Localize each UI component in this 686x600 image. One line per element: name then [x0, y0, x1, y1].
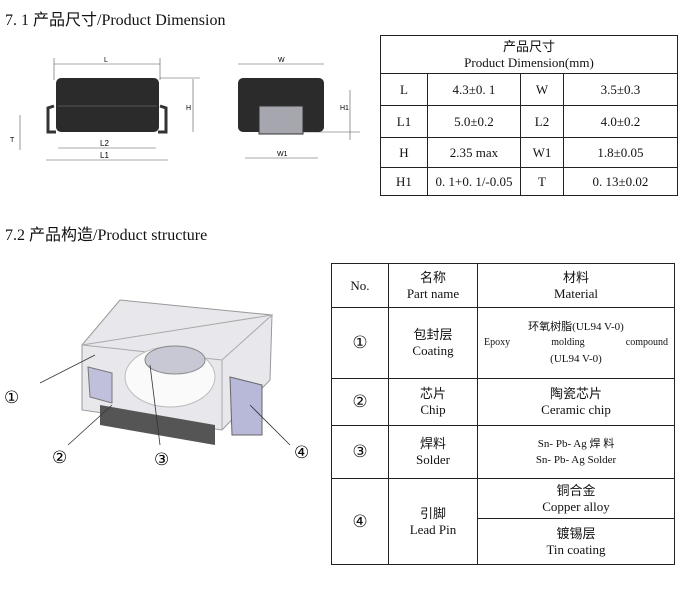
table-title-cn: 产品尺寸	[502, 38, 555, 54]
table-cell: Sn- Pb- Ag Solder	[535, 454, 617, 466]
structure-drawing: ① ② ③ ④	[4, 299, 309, 469]
label-H1: H1	[340, 105, 349, 112]
table-cell: 引脚	[419, 505, 446, 521]
table-cell: Epoxy	[484, 337, 511, 348]
header-no: No.	[331, 263, 389, 308]
label-H: H	[186, 105, 191, 112]
table-cell: Sn- Pb- Ag 焊 料	[537, 438, 615, 450]
package-body-side	[56, 78, 159, 132]
callout-2: ②	[52, 448, 67, 467]
label-W1: W1	[277, 151, 288, 158]
lead-right-icon	[158, 104, 168, 134]
table-cell: (UL94 V-0)	[550, 353, 602, 365]
label-T: T	[10, 137, 15, 144]
table-cell: Material	[553, 285, 599, 301]
table-cell: H	[380, 137, 428, 168]
table-cell: 0. 13±0.02	[563, 167, 678, 196]
label-L: L	[104, 57, 108, 64]
table-cell: compound	[625, 337, 668, 348]
callout-1: ①	[4, 388, 19, 407]
table-cell: T	[520, 167, 564, 196]
label-L1: L1	[100, 151, 109, 160]
callout-4: ④	[294, 443, 309, 462]
table-cell: H1	[380, 167, 428, 196]
table-cell: W1	[520, 137, 564, 168]
table-cell: Tin coating	[546, 541, 606, 557]
label-L2: L2	[100, 139, 109, 148]
lead-front	[258, 105, 304, 135]
table-cell: 陶瓷芯片	[549, 386, 602, 401]
table-cell: molding	[551, 337, 585, 348]
table-cell: 材料	[562, 269, 589, 285]
table-cell: Copper alloy	[542, 498, 610, 514]
table-cell: Coating	[412, 343, 454, 358]
table-cell: L1	[380, 105, 428, 138]
table-cell: Chip	[420, 402, 446, 417]
table-title-en: Product Dimension(mm)	[464, 54, 594, 70]
section-heading-dimension: 7. 1 产品尺寸/Product Dimension	[5, 12, 226, 29]
table-cell: 镀锡层	[556, 525, 596, 541]
table-cell: 名称	[419, 269, 446, 285]
table-cell: W	[520, 73, 564, 106]
table-cell: 3.5±0.3	[563, 73, 678, 106]
table-cell: 铜合金	[556, 482, 596, 498]
table-cell: 5.0±0.2	[427, 105, 521, 138]
table-cell: 4.0±0.2	[563, 105, 678, 138]
table-cell: 芯片	[419, 386, 446, 401]
table-cell: 环氧树脂(UL94 V-0)	[528, 321, 624, 333]
lead-left-icon	[46, 104, 56, 134]
table-cell: 包封层	[413, 327, 453, 342]
label-W: W	[278, 57, 285, 64]
callout-3: ③	[154, 450, 169, 469]
section-heading-structure: 7.2 产品构造/Product structure	[5, 227, 208, 244]
table-cell: Solder	[416, 452, 450, 467]
table-cell: L2	[520, 105, 564, 138]
dimension-drawing: L L2 L1 H T W W1 H1	[10, 57, 360, 161]
table-cell: ④	[331, 478, 389, 565]
table-cell: Ceramic chip	[541, 402, 611, 417]
table-cell: ②	[331, 378, 389, 426]
table-cell: 焊料	[419, 436, 446, 451]
table-cell: ③	[331, 425, 389, 479]
table-cell: Lead Pin	[409, 521, 457, 537]
table-cell: Part name	[406, 285, 460, 301]
table-cell: L	[380, 73, 428, 106]
table-cell: 1.8±0.05	[563, 137, 678, 168]
table-cell: 2.35 max	[427, 137, 521, 168]
table-cell: 4.3±0. 1	[427, 73, 521, 106]
table-cell: 0. 1+0. 1/-0.05	[427, 167, 521, 196]
table-cell: ①	[331, 307, 389, 379]
